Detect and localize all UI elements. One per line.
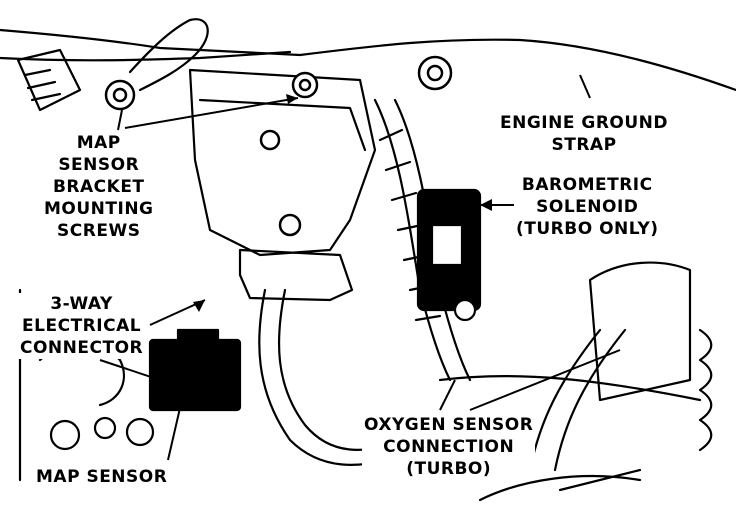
leader-connector-2 [99, 359, 176, 386]
label-barometric-solenoid: BAROMETRIC SOLENOID (TURBO ONLY) [514, 174, 661, 240]
label-engine-ground-strap: ENGINE GROUND STRAP [498, 112, 671, 156]
lower-boss-1 [49, 419, 81, 451]
harness-wraps [378, 128, 442, 322]
label-map-sensor-bracket-screws: MAP SENSOR BRACKET MOUNTING SCREWS [42, 132, 156, 242]
fitting-left [16, 48, 82, 112]
leader-map-sensor [167, 407, 181, 461]
right-component [588, 261, 692, 402]
lower-boss-2 [93, 416, 117, 440]
bracket-plate-inner [198, 98, 367, 152]
fitting-left-ribs [23, 68, 62, 102]
bolt-plate-1 [259, 129, 281, 151]
solenoid-window [430, 223, 464, 267]
leader-ground-strap [579, 74, 591, 99]
arrow-head-screw [286, 94, 298, 104]
bolt-ground-strap-inner [426, 64, 444, 82]
leader-bracket-screw-2 [124, 97, 299, 129]
engine-top-edge [0, 50, 292, 62]
leader-bracket-screw-1 [117, 109, 123, 131]
hose-top [128, 18, 209, 92]
map-sensor-body [238, 248, 354, 302]
leader-oxygen-2 [469, 349, 621, 411]
screw-top-inner [298, 78, 312, 92]
right-hose [528, 328, 602, 472]
solenoid-port [453, 298, 477, 322]
lower-right-lines [478, 468, 642, 502]
label-map-sensor: MAP SENSOR [34, 466, 170, 488]
connector-plug [176, 328, 220, 362]
screw-left-inner [112, 87, 128, 103]
right-hose-inner [553, 328, 627, 472]
leader-oxygen-1 [439, 379, 456, 411]
label-oxygen-sensor-connection: OXYGEN SENSOR CONNECTION (TURBO) [362, 414, 536, 480]
bolt-plate-2 [278, 213, 302, 237]
arrow-head-connector [193, 300, 205, 312]
bottom-edge [438, 375, 702, 402]
coil-right [698, 328, 713, 452]
arrow-head-solenoid [480, 199, 492, 211]
label-three-way-connector: 3-WAY ELECTRICAL CONNECTOR [18, 293, 146, 359]
bracket-plate [188, 68, 377, 257]
lower-boss-3 [125, 417, 155, 447]
engine-top-outline [0, 28, 736, 92]
